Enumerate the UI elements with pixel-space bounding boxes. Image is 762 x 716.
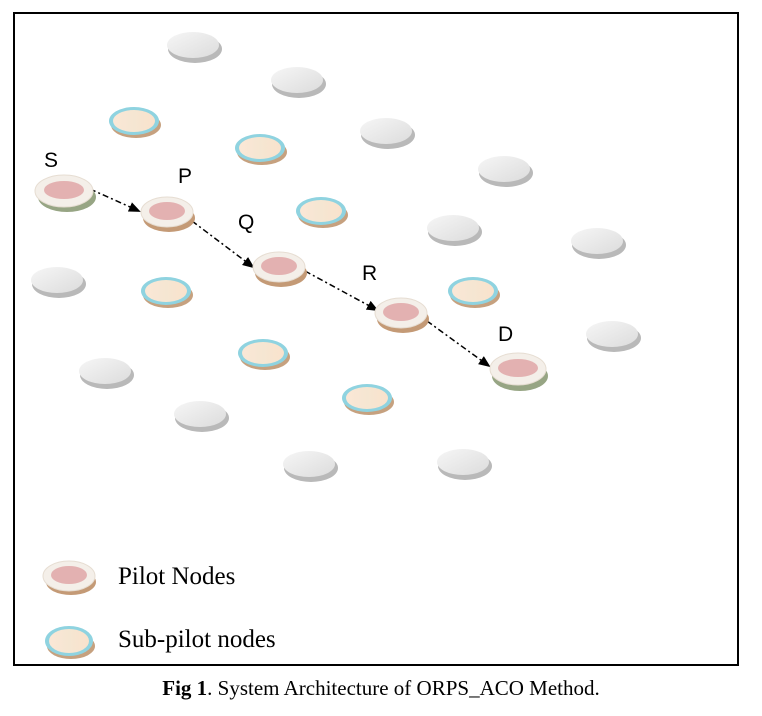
path-edges [89, 188, 491, 368]
node-r [374, 297, 429, 333]
edge-r-d [426, 320, 491, 368]
subpilot-node [141, 277, 193, 308]
node-d [489, 352, 548, 391]
plain-node [79, 358, 134, 389]
subpilot-node [342, 384, 394, 415]
node-label-s: S [44, 149, 58, 172]
figure-caption: Fig 1. System Architecture of ORPS_ACO M… [0, 676, 762, 701]
plain-node [571, 228, 626, 259]
plain-node [427, 215, 482, 246]
plain-node [174, 401, 229, 432]
legend-subpilot-swatch [45, 626, 95, 659]
subpilot-node [109, 107, 161, 138]
subpilot-node [235, 134, 287, 165]
node-p [140, 196, 195, 232]
node-s [34, 174, 96, 212]
node-label-r: R [362, 262, 377, 285]
plain-node [31, 267, 86, 298]
path-nodes [34, 174, 548, 391]
edge-p-q [191, 220, 255, 269]
plain-nodes [31, 32, 641, 482]
node-label-d: D [498, 323, 513, 346]
node-label-q: Q [238, 211, 254, 234]
legend-subpilot-label: Sub-pilot nodes [118, 626, 276, 653]
node-labels: S P Q R D [44, 149, 513, 346]
plain-node [283, 451, 338, 482]
node-label-p: P [178, 165, 192, 188]
legend: Pilot Nodes Sub-pilot nodes [42, 560, 276, 659]
subpilot-nodes [109, 107, 500, 415]
subpilot-node [296, 197, 348, 228]
subpilot-node [448, 277, 500, 308]
plain-node [437, 449, 492, 480]
plain-node [478, 156, 533, 187]
plain-node [167, 32, 222, 63]
caption-prefix: Fig 1 [162, 676, 208, 700]
legend-pilot-label: Pilot Nodes [118, 563, 235, 590]
plain-node [271, 67, 326, 98]
plain-node [360, 118, 415, 149]
edge-s-p [89, 188, 141, 212]
subpilot-node [238, 339, 290, 370]
caption-text: . System Architecture of ORPS_ACO Method… [207, 676, 600, 700]
legend-pilot-swatch [42, 560, 96, 595]
plain-node [586, 321, 641, 352]
node-q [252, 251, 307, 287]
